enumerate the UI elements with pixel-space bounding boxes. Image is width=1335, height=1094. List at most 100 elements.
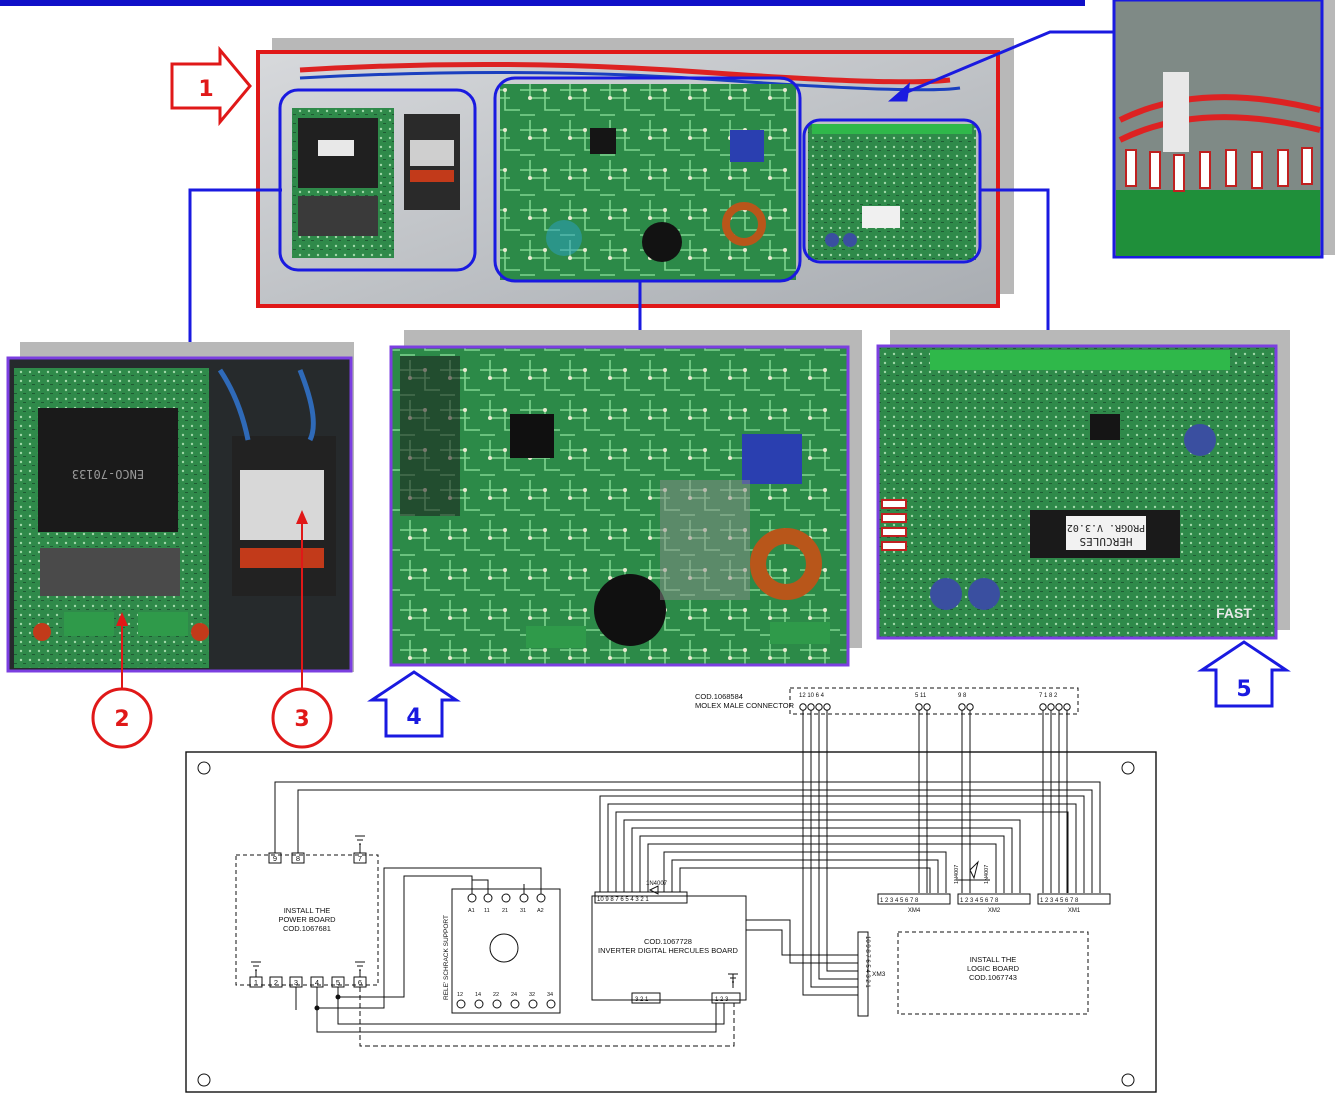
- header-rule: [0, 0, 1085, 6]
- junction: [314, 1005, 320, 1011]
- wire: [639, 835, 1005, 893]
- logic-board-line1: INSTALL THE: [970, 955, 1017, 964]
- xm4-name: XM4: [908, 908, 921, 914]
- wire: [647, 843, 997, 893]
- wiring-schematic: [185, 687, 1157, 1093]
- power-board-line3: COD.1067681: [283, 924, 331, 933]
- molex-pins-g1: 12 10 6 4: [799, 693, 825, 699]
- relay-support: [451, 888, 561, 1014]
- logic-board-line3: COD.1067743: [969, 973, 1017, 982]
- power-pin-4: 4: [315, 978, 319, 987]
- callout-3: 3: [271, 687, 333, 749]
- relay-pin-top: 31: [520, 908, 526, 914]
- relay-top-terminals: [467, 893, 546, 903]
- mounting-plate: [185, 751, 1157, 1093]
- logic-chip-version: PROGR. V.3.02: [1067, 522, 1145, 533]
- inverter-diode-label: 1N4007: [646, 881, 668, 887]
- wire: [623, 819, 1021, 893]
- wire: [746, 929, 858, 956]
- wire: [679, 867, 931, 893]
- ground-symbol: [355, 961, 365, 971]
- power-pin-9: 9: [273, 854, 277, 863]
- power-pin-7: 7: [358, 854, 362, 863]
- relay-keyhole: [489, 933, 519, 963]
- mounting-hole: [197, 1073, 211, 1087]
- inverter-code: COD.1067728: [644, 937, 692, 946]
- wire: [615, 811, 1069, 893]
- xm3-name: XM3: [872, 971, 886, 978]
- schematic-labels: COD.1068584 MOLEX MALE CONNECTOR 12 10 6…: [254, 692, 1081, 1003]
- relay-support-label: RELE' SCHRACK SUPPORT: [443, 915, 450, 1000]
- logic-chip-label: HERCULES: [1080, 535, 1133, 548]
- diode-symbol: [648, 885, 659, 895]
- diode-label-b: 1N4007: [984, 865, 990, 884]
- molex-pins-g4: 7 1 8 2: [1039, 693, 1058, 699]
- inverter-bottom-pins-right: 1 2 3: [715, 997, 729, 1003]
- callout-4: 4: [367, 670, 461, 738]
- inverter-top-pins: 10 9 8 7 6 5 4 3 2 1: [597, 897, 649, 903]
- mounting-hole: [1121, 1073, 1135, 1087]
- molex-connector: [789, 687, 1079, 715]
- wire: [746, 919, 858, 964]
- wire: [663, 851, 947, 893]
- diode-symbol: [969, 860, 979, 880]
- diode-label-a: 1N4007: [954, 865, 960, 884]
- power-board-line2: POWER BOARD: [278, 915, 336, 924]
- relay-bottom-terminals: [456, 999, 556, 1009]
- inverter-bottom-connector: [631, 992, 661, 1004]
- power-pin-3: 3: [294, 978, 298, 987]
- junction: [335, 994, 341, 1000]
- relay-pin-bottom: 24: [511, 992, 517, 998]
- logic-board: [897, 931, 1089, 1015]
- molex-name: MOLEX MALE CONNECTOR: [695, 701, 795, 710]
- molex-pins-g3: 9 8: [958, 693, 967, 699]
- power-board: [235, 854, 379, 986]
- xm1-pins: 1 2 3 4 5 6 7 8: [1040, 898, 1079, 904]
- wire: [818, 710, 858, 980]
- inverter-top-connector: [594, 891, 688, 904]
- mounting-hole: [1121, 761, 1135, 775]
- molex-code: COD.1068584: [695, 692, 743, 701]
- xm4-pins: 1 2 3 4 5 6 7 8: [880, 898, 919, 904]
- wire: [810, 710, 858, 988]
- transformer-marking: ENCO-70133: [72, 467, 144, 481]
- xm4-block: [877, 893, 951, 905]
- callout-4-label: 4: [406, 705, 421, 730]
- wire: [338, 875, 473, 998]
- wire: [317, 867, 542, 1009]
- molex-pins-g2: 5 11: [915, 693, 927, 699]
- relay-pin-top: 11: [484, 908, 490, 914]
- power-pin-8: 8: [296, 854, 300, 863]
- wire: [607, 803, 1077, 893]
- xm2-pins: 1 2 3 4 5 6 7 8: [960, 898, 999, 904]
- wire: [826, 710, 858, 972]
- inverter-board-photo: [389, 330, 862, 667]
- xm3-pins: 10 9 8 7 6 5 4 3 2 1: [864, 936, 870, 988]
- wire: [599, 795, 1085, 893]
- wire: [337, 987, 725, 1025]
- brand-mark: FAST: [1216, 605, 1252, 621]
- callout-5-label: 5: [1236, 677, 1251, 702]
- connector-zoom-photo: [1112, 0, 1335, 259]
- molex-pins: [799, 703, 1071, 711]
- logic-board-line2: LOGIC BOARD: [967, 964, 1020, 973]
- relay-pin-bottom: 34: [547, 992, 553, 998]
- callout-1-label: 1: [198, 77, 213, 102]
- relay-pin-bottom: 14: [475, 992, 481, 998]
- power-board-line1: INSTALL THE: [284, 906, 331, 915]
- ground-symbol: [251, 961, 261, 971]
- ground-symbol: [728, 973, 738, 983]
- power-pin-2: 2: [274, 978, 278, 987]
- relay-pin-bottom: 32: [529, 992, 535, 998]
- xm2-name: XM2: [988, 908, 1001, 914]
- wire: [671, 859, 939, 893]
- relay-pin-top: 21: [502, 908, 508, 914]
- xm3-block: [857, 931, 869, 1017]
- wire: [274, 781, 1101, 893]
- xm2-block: [957, 893, 1031, 905]
- mounting-hole: [197, 761, 211, 775]
- power-pin-6: 6: [358, 978, 362, 987]
- wire: [631, 827, 1013, 893]
- relay-pin-bottom: 22: [493, 992, 499, 998]
